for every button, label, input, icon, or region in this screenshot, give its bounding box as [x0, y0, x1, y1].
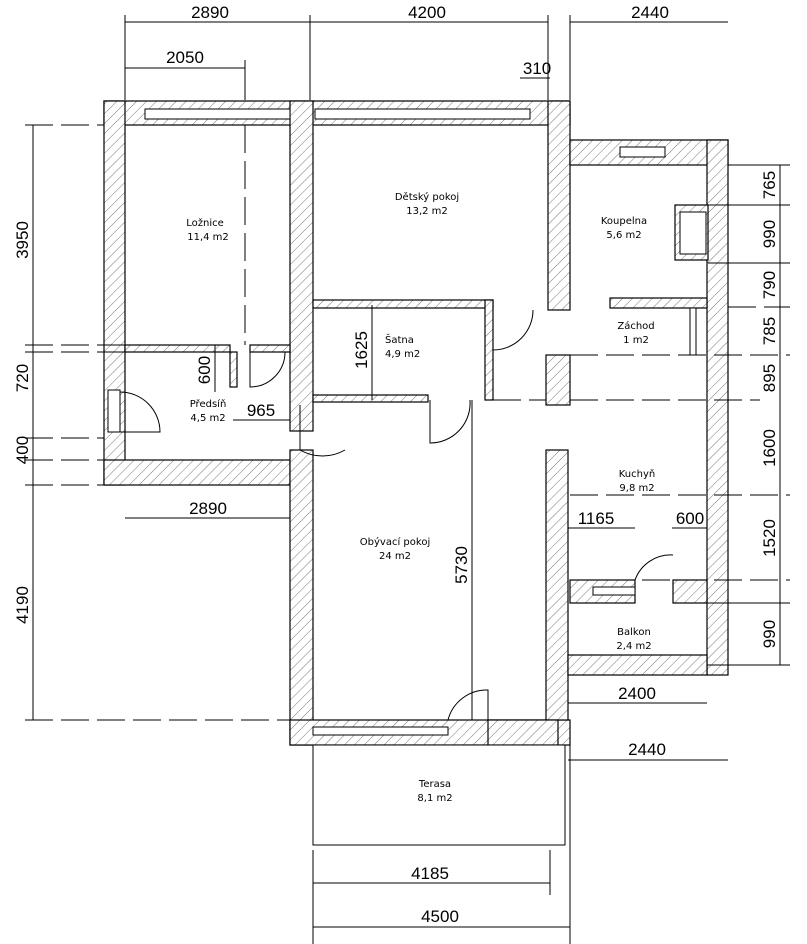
room-area-zachod: 1 m2 — [623, 335, 649, 346]
dim-bottom: 2440 — [628, 740, 666, 759]
dim-top: 2440 — [631, 3, 669, 22]
room-name-koupelna: Koupelna — [601, 216, 647, 227]
dim-bottom: 4185 — [411, 864, 449, 883]
dim-right: 785 — [760, 317, 779, 345]
dim-inner: 600 — [195, 356, 214, 384]
dim-right: 790 — [760, 271, 779, 299]
dim-top: 2890 — [191, 3, 229, 22]
dim-top: 4200 — [408, 3, 446, 22]
room-name-kuchyn: Kuchyň — [619, 468, 656, 480]
dim-right: 1520 — [760, 519, 779, 557]
room-name-zachod: Záchod — [617, 320, 654, 332]
walls — [103, 100, 729, 746]
dim-left: 4190 — [13, 586, 32, 624]
room-area-koupelna: 5,6 m2 — [606, 230, 641, 241]
dim-right: 1600 — [760, 429, 779, 467]
dim-inner: 965 — [247, 401, 275, 420]
room-area-balkon: 2,4 m2 — [616, 641, 651, 652]
dim-inner: 1625 — [352, 331, 371, 369]
room-labels: Ložnice 11,4 m2 Dětský pokoj 13,2 m2 Kou… — [186, 191, 655, 804]
dimension-lines — [25, 15, 790, 944]
dim-left: 400 — [13, 436, 32, 464]
room-area-loznice: 11,4 m2 — [187, 232, 229, 243]
room-name-balkon: Balkon — [617, 627, 651, 638]
room-name-loznice: Ložnice — [186, 217, 224, 229]
room-area-kuchyn: 9,8 m2 — [619, 483, 654, 494]
dim-inner: 1165 — [578, 509, 615, 528]
dim-top: 310 — [523, 59, 551, 78]
dim-right: 990 — [760, 220, 779, 248]
dim-inner: 2890 — [189, 499, 227, 518]
dim-inner: 600 — [676, 509, 704, 528]
dim-bottom: 4500 — [421, 907, 459, 926]
room-name-detsky: Dětský pokoj — [395, 191, 459, 203]
dimension-labels: 2890 4200 2440 2050 310 3950 720 400 419… — [13, 3, 779, 926]
room-name-obyvaci: Obývací pokoj — [360, 536, 430, 548]
dim-left: 3950 — [13, 221, 32, 259]
room-area-satna: 4,9 m2 — [385, 349, 420, 360]
room-area-predsin: 4,5 m2 — [190, 413, 225, 424]
room-name-terasa: Terasa — [418, 779, 451, 790]
room-name-satna: Šatna — [385, 333, 414, 346]
room-area-terasa: 8,1 m2 — [417, 793, 452, 804]
room-area-detsky: 13,2 m2 — [406, 206, 448, 217]
dim-right: 765 — [760, 171, 779, 199]
doors — [119, 309, 674, 846]
dim-top: 2050 — [166, 48, 204, 67]
windows — [107, 108, 697, 736]
dim-inner: 2400 — [618, 684, 656, 703]
dim-right: 990 — [760, 620, 779, 648]
dim-right: 895 — [760, 364, 779, 392]
room-name-predsin: Předsíň — [190, 398, 227, 410]
dim-inner: 5730 — [452, 546, 471, 584]
room-area-obyvaci: 24 m2 — [379, 551, 411, 562]
dim-left: 720 — [13, 364, 32, 392]
